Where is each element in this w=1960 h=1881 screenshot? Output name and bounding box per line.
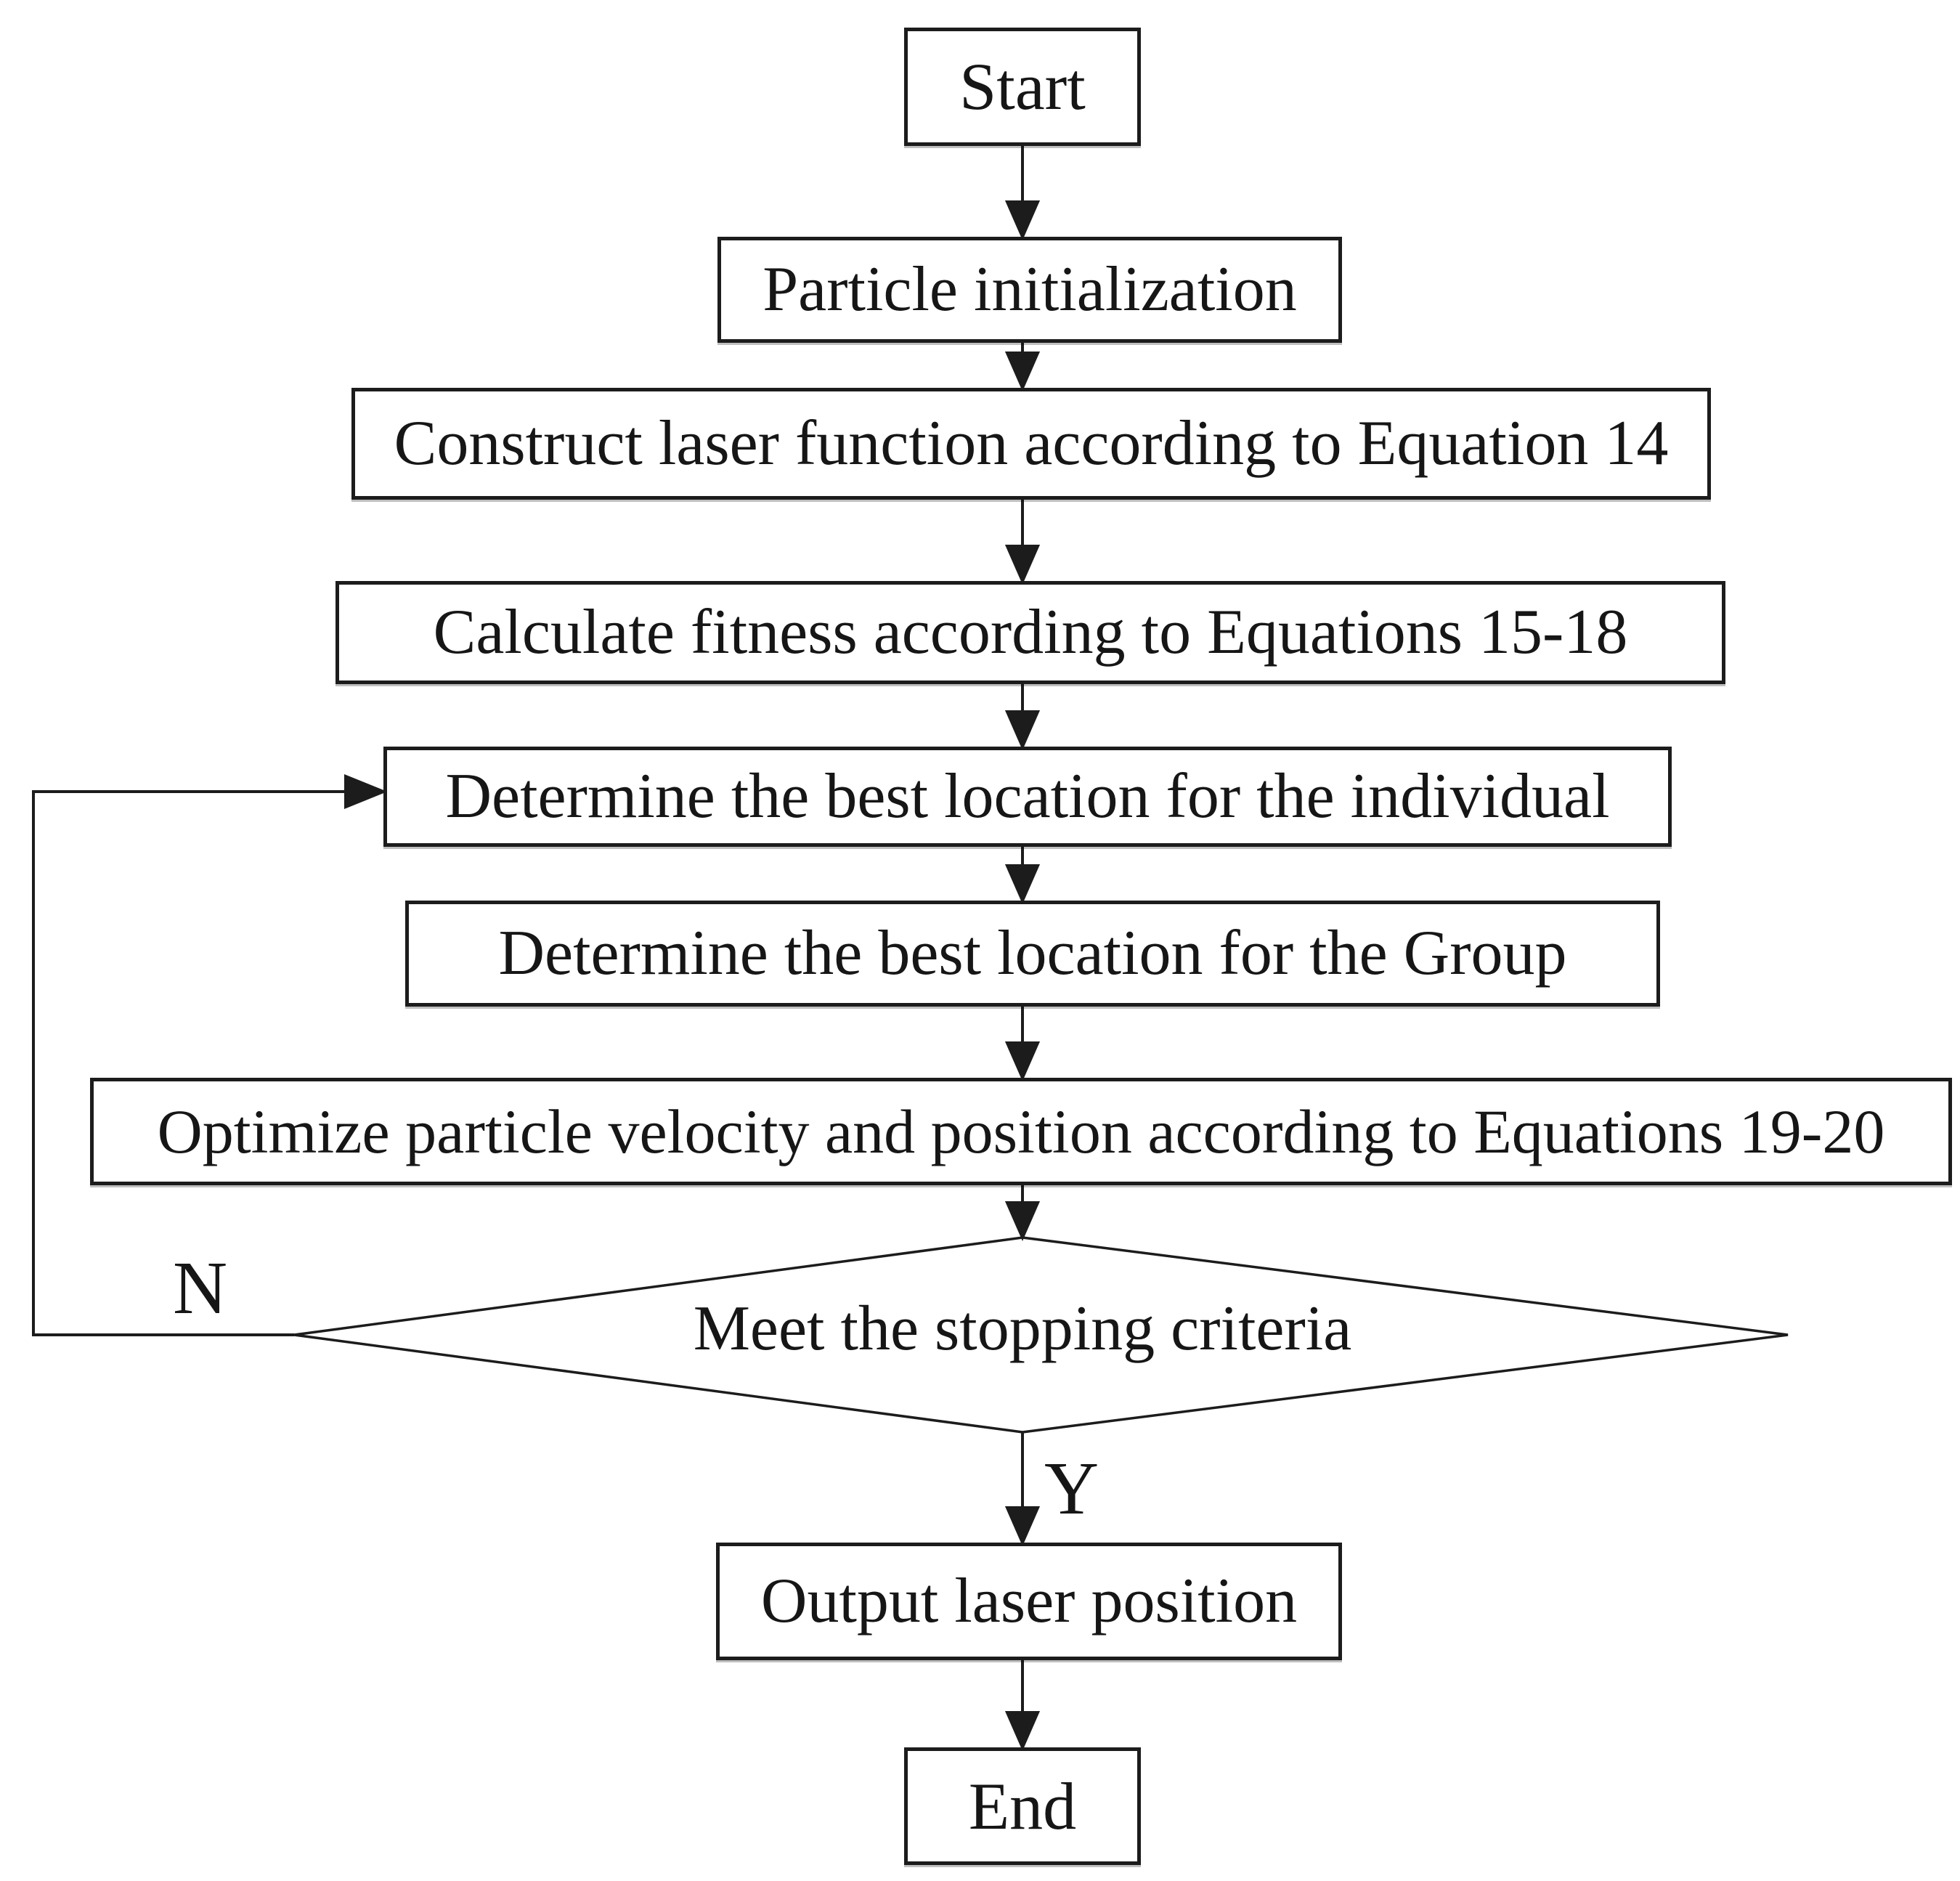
branch-label-yes: Y xyxy=(1044,1447,1099,1530)
edge-optimize-to-decision xyxy=(1004,1185,1041,1241)
node-best-location-individual: Determine the best location for the indi… xyxy=(383,747,1672,847)
node-end-label: End xyxy=(968,1768,1077,1843)
edge-calculate-to-individual xyxy=(1004,684,1041,750)
node-particle-initialization: Particle initialization xyxy=(717,237,1342,343)
node-output-laser-position: Output laser position xyxy=(716,1543,1342,1660)
node-optimize-velocity-position: Optimize particle velocity and position … xyxy=(90,1078,1952,1185)
node-calculate-fitness-label: Calculate fitness according to Equations… xyxy=(433,596,1628,667)
branch-label-no: N xyxy=(173,1246,228,1330)
edge-no-loop xyxy=(32,774,388,1336)
arrowhead-down-icon xyxy=(1004,1506,1041,1546)
arrowhead-down-icon xyxy=(1004,864,1041,904)
arrowhead-right-icon xyxy=(344,774,388,809)
edge-group-to-optimize xyxy=(1004,1007,1041,1081)
node-optimize-velocity-position-label: Optimize particle velocity and position … xyxy=(157,1096,1885,1166)
edge-particle-to-construct xyxy=(1004,343,1041,391)
arrowhead-down-icon xyxy=(1004,1201,1041,1241)
node-start: Start xyxy=(904,28,1141,146)
node-start-label: Start xyxy=(959,49,1086,124)
node-construct-laser-function: Construct laser function according to Eq… xyxy=(351,388,1711,500)
arrowhead-down-icon xyxy=(1004,1041,1041,1081)
edge-individual-to-group xyxy=(1004,847,1041,904)
edge-decision-to-output xyxy=(1004,1432,1041,1546)
edge-output-to-end xyxy=(1004,1660,1041,1751)
node-best-location-group: Determine the best location for the Grou… xyxy=(405,901,1660,1007)
node-particle-initialization-label: Particle initialization xyxy=(763,253,1297,325)
edge-construct-to-calculate xyxy=(1004,500,1041,585)
node-calculate-fitness: Calculate fitness according to Equations… xyxy=(336,581,1725,684)
node-best-location-group-label: Determine the best location for the Grou… xyxy=(498,917,1567,988)
node-construct-laser-function-label: Construct laser function according to Eq… xyxy=(394,407,1669,479)
node-stopping-criteria-label: Meet the stopping criteria xyxy=(693,1293,1352,1364)
arrowhead-down-icon xyxy=(1004,710,1041,750)
node-end: End xyxy=(904,1747,1141,1865)
arrowhead-down-icon xyxy=(1004,352,1041,391)
node-output-laser-position-label: Output laser position xyxy=(760,1565,1298,1636)
node-best-location-individual-label: Determine the best location for the indi… xyxy=(445,760,1610,832)
arrowhead-down-icon xyxy=(1004,200,1041,240)
edge-start-to-particle xyxy=(1004,146,1041,240)
arrowhead-down-icon xyxy=(1004,1711,1041,1751)
arrowhead-down-icon xyxy=(1004,545,1041,585)
